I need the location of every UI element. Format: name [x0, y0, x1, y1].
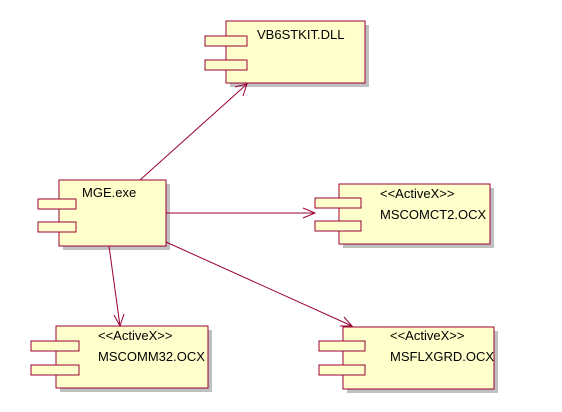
component-mge[interactable]: MGE.exe: [37, 179, 170, 250]
dependency-mge-to-msflxgrd[interactable]: [165, 241, 354, 327]
component-vb6stkit[interactable]: VB6STKIT.DLL: [204, 20, 369, 87]
component-msflxgrd[interactable]: <<ActiveX>> MSFLXGRD.OCX: [318, 326, 498, 393]
component-msflxgrd-stereotype: <<ActiveX>>: [390, 328, 464, 343]
component-mscomm32-name: MSCOMM32.OCX: [98, 349, 205, 364]
component-mscomct2[interactable]: <<ActiveX>> MSCOMCT2.OCX: [314, 183, 494, 248]
component-mscomct2-stereotype: <<ActiveX>>: [380, 186, 454, 201]
dependency-mge-to-mscomm32[interactable]: [108, 245, 125, 328]
dependency-mge-to-vb6stkit[interactable]: [139, 83, 248, 181]
dependency-mge-to-mscomct2[interactable]: [166, 207, 317, 219]
component-mscomm32[interactable]: <<ActiveX>> MSCOMM32.OCX: [30, 325, 212, 392]
component-mscomct2-name: MSCOMCT2.OCX: [380, 207, 487, 222]
component-mge-name: MGE.exe: [82, 185, 136, 200]
component-vb6stkit-name: VB6STKIT.DLL: [257, 27, 344, 42]
component-mscomm32-stereotype: <<ActiveX>>: [98, 328, 172, 343]
component-msflxgrd-name: MSFLXGRD.OCX: [390, 349, 494, 364]
